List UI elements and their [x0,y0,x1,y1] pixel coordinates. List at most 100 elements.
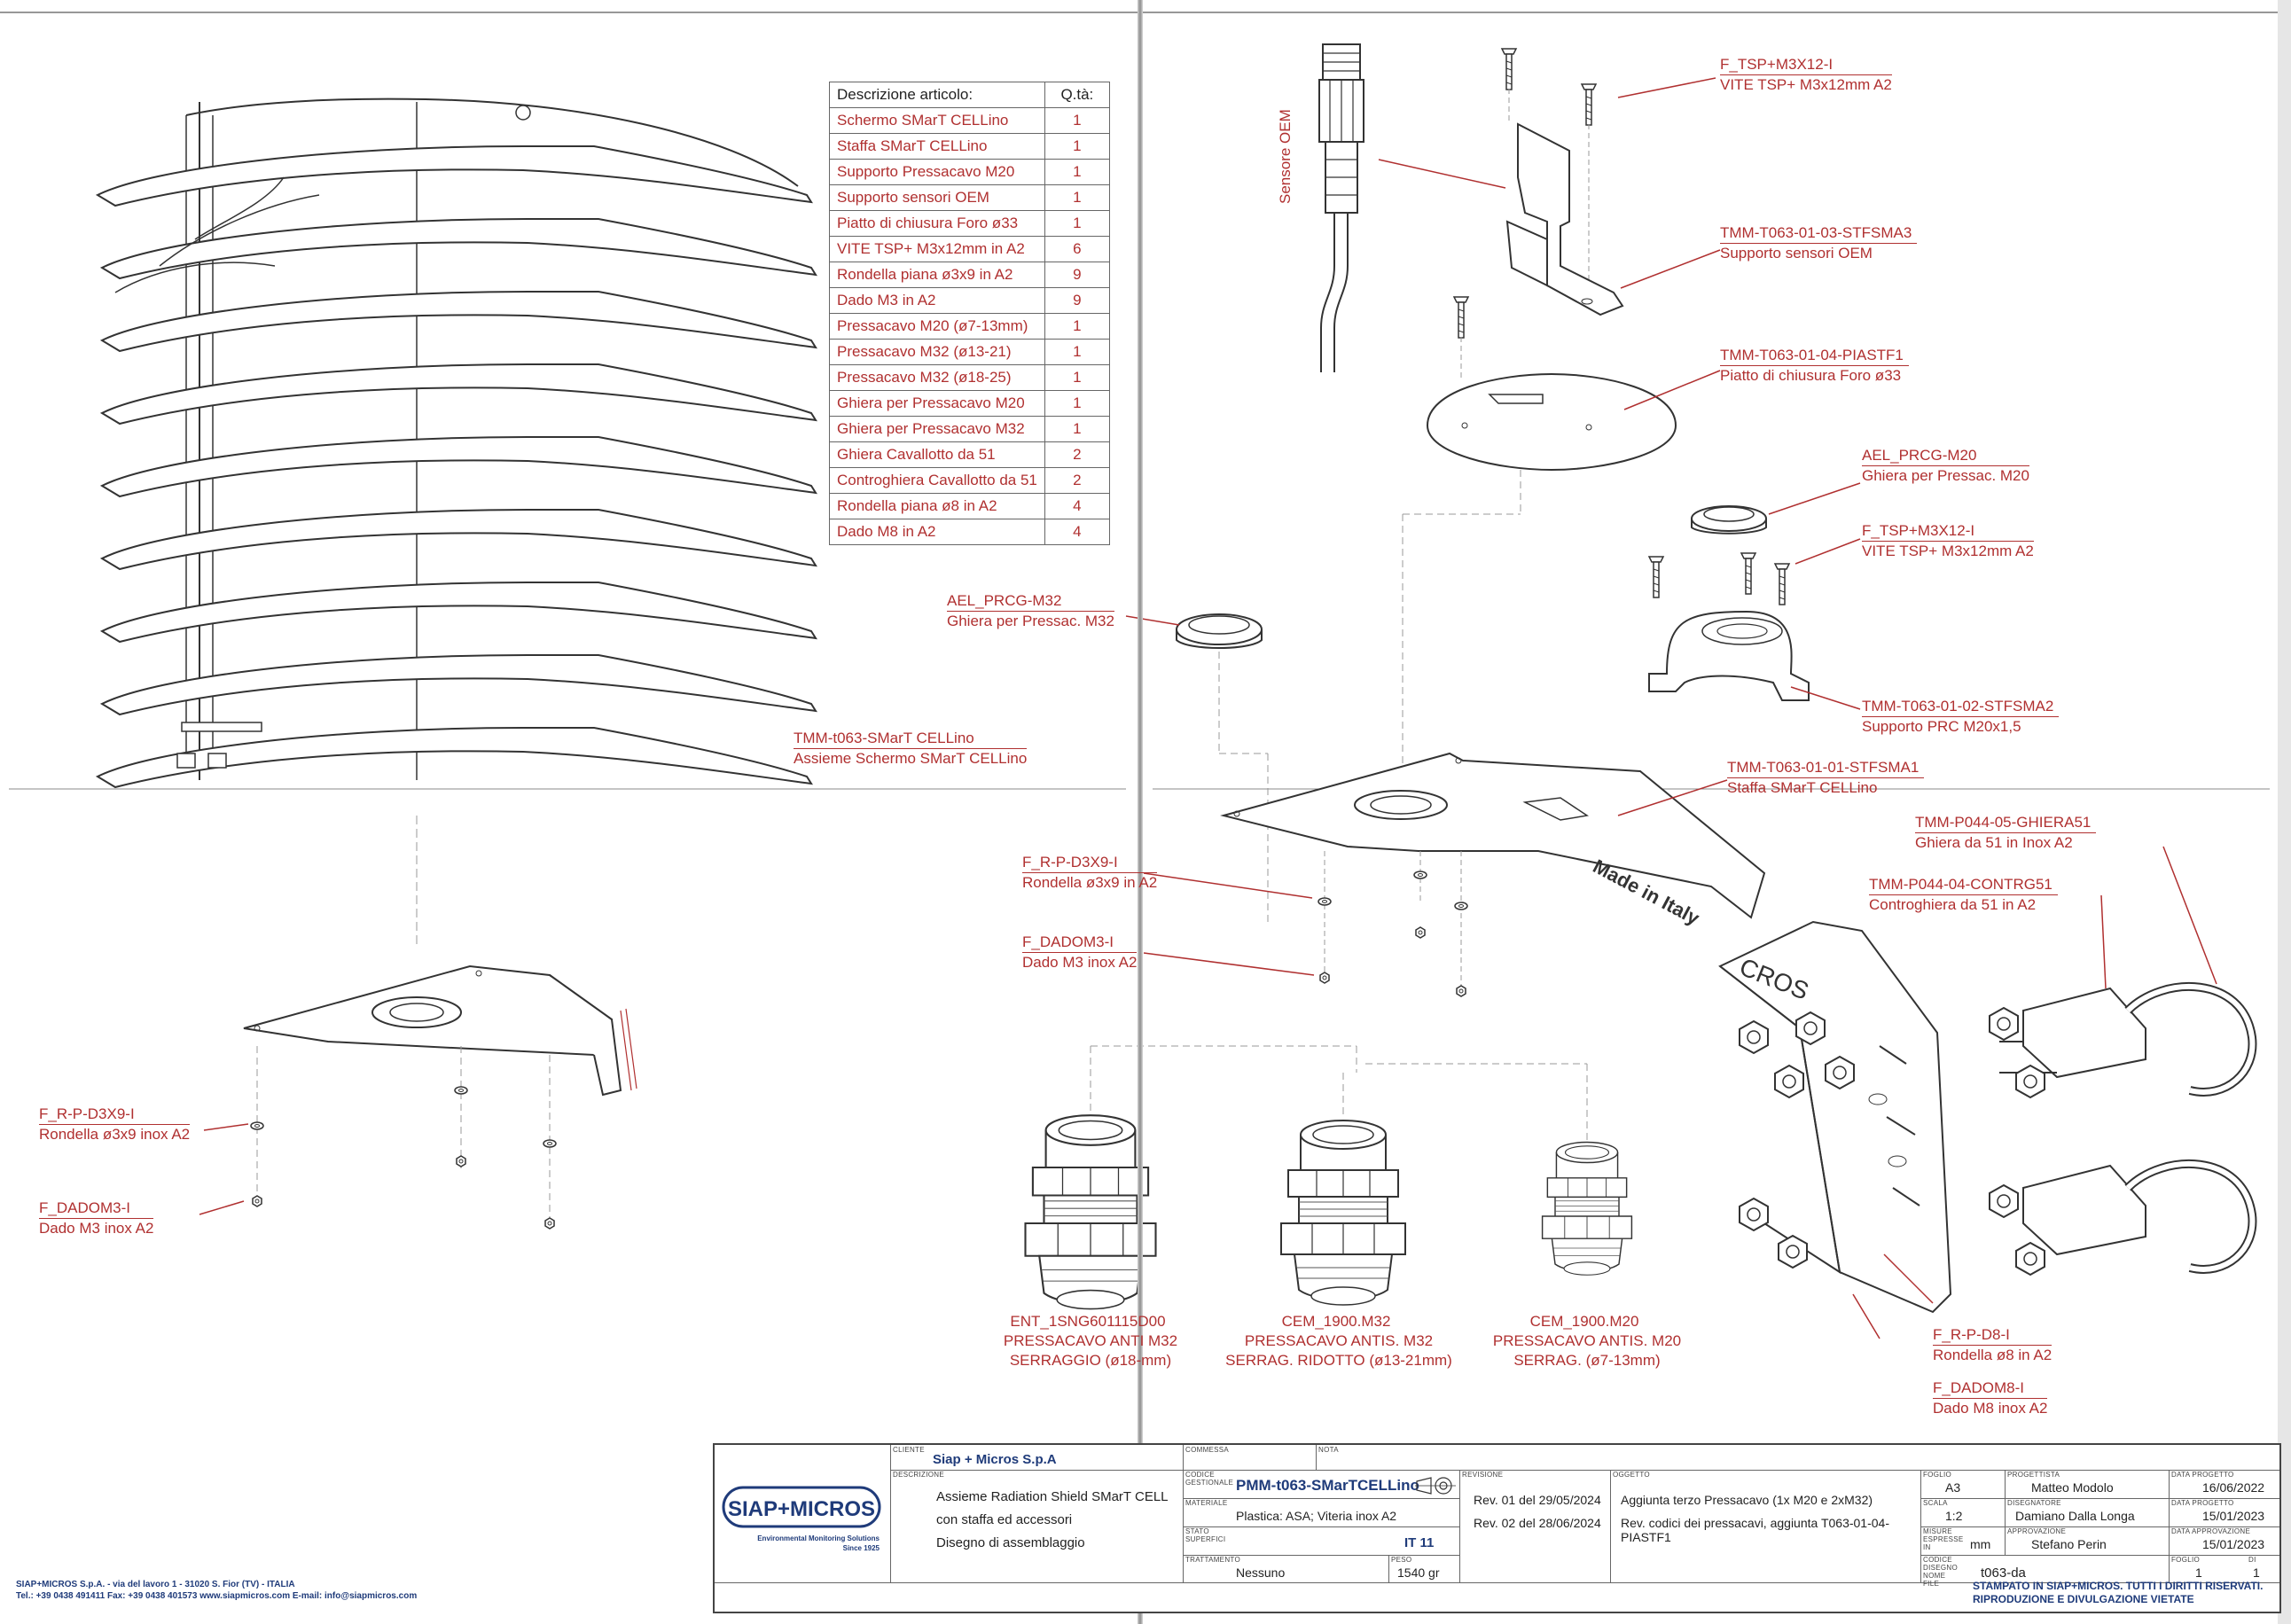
bom-cell-quantity: 2 [1044,467,1110,494]
callout-closing-plate: TMM-T063-01-04-PIASTF1 Piatto di chiusur… [1720,346,1909,386]
cliente-value: Siap + Micros S.p.A [933,1452,1057,1467]
revision-1-id: Rev. 01 del 29/05/2024 [1474,1493,1601,1507]
scala-cell: SCALA 1:2 [1920,1498,2006,1527]
callout-description: Assieme Schermo SMarT CELLino [794,750,1028,767]
bom-cell-quantity: 9 [1044,262,1110,288]
peso-cell: PESO 1540 gr [1388,1555,1460,1583]
bom-cell-quantity: 1 [1044,159,1110,185]
callout-code: F_R-P-D8-I [1933,1325,2053,1346]
revision-2-object: Rev. codici dei pressacavi, aggiunta T06… [1621,1516,1889,1544]
stato-label: STATO SUPERFICI [1185,1527,1226,1543]
bom-cell-description: Dado M8 in A2 [829,519,1045,545]
data-approvazione-label: DATA APPROVAZIONE [2171,1527,2251,1535]
foglio-totale-value: 1 [2253,1565,2260,1580]
gland-description: PRESSACAVO ANTIS. M32 [1244,1332,1434,1349]
bracket-left-view [199,964,637,1230]
gland-description: PRESSACAVO ANTI M32 [1003,1332,1178,1349]
page-edge [2278,0,2291,1624]
callout-main-bracket: TMM-T063-01-01-STFSMA1 Staffa SMarT CELL… [1727,758,1925,798]
callout-code: F_TSP+M3X12-I [1862,521,2034,542]
callout-nut-m3-right: F_DADOM3-I Dado M3 inox A2 [1022,933,1138,972]
bom-cell-description: Rondella piana ø8 in A2 [829,493,1045,519]
data-progetto-cell: DATA PROGETTO 16/06/2022 [2169,1470,2279,1499]
progettista-value: Matteo Modolo [2031,1480,2114,1495]
table-row: Pressacavo M32 (ø13-21)1 [829,339,1110,365]
siap-micros-logo: SIAP+MICROS Environmental Monitoring Sol… [722,1486,881,1552]
materiale-label: MATERIALE [1185,1499,1228,1507]
materiale-cell: MATERIALE Plastica: ASA; Viteria inox A2 [1183,1498,1460,1527]
gland-description: PRESSACAVO ANTIS. M20 [1492,1332,1682,1349]
descrizione-label: DESCRIZIONE [893,1471,944,1479]
stato-cell: STATO SUPERFICI IT 11 [1183,1526,1460,1556]
callout-description: Rondella ø3x9 inox A2 [39,1126,191,1143]
commessa-cell: COMMESSA [1183,1445,1317,1471]
callout-code: F_DADOM3-I [39,1198,154,1219]
bom-cell-quantity: 1 [1044,107,1110,134]
callout-code: TMM-T063-01-02-STFSMA2 [1862,697,2060,717]
main-bracket-drawing: Made in Italy [1143,752,1766,997]
callout-description: Supporto sensori OEM [1720,245,1873,262]
callout-description: Rondella ø3x9 in A2 [1022,874,1158,891]
gland-label-1: ENT_1SNG601115D00 PRESSACAVO ANTI M32 SE… [984,1312,1197,1370]
bom-cell-quantity: 1 [1044,364,1110,391]
approvazione-value: Stefano Perin [2031,1537,2107,1551]
bom-cell-description: VITE TSP+ M3x12mm in A2 [829,236,1045,262]
revisione-cell: REVISIONE Rev. 01 del 29/05/2024 Rev. 02… [1459,1470,1611,1583]
gland-code: CEM_1900.M32 [1281,1313,1391,1330]
peso-label: PESO [1391,1556,1412,1564]
disegnatore-label: DISEGNATORE [2007,1499,2061,1507]
foglio-numero-value: 1 [2195,1565,2202,1580]
gland-code: CEM_1900.M20 [1529,1313,1639,1330]
oggetto-cell: OGGETTO Aggiunta terzo Pressacavo (1x M2… [1610,1470,1921,1583]
bom-cell-quantity: 1 [1044,416,1110,442]
bom-cell-quantity: 2 [1044,441,1110,468]
sheet-fold [1138,0,1143,1624]
callout-code: F_DADOM3-I [1022,933,1138,953]
callout-washer-m3-right: F_R-P-D3X9-I Rondella ø3x9 in A2 [1022,853,1158,893]
callout-code: AEL_PRCG-M32 [947,591,1114,612]
callout-code: F_R-P-D3X9-I [1022,853,1158,873]
scala-label: SCALA [1923,1499,1948,1507]
callout-tsp-screw-mid: F_TSP+M3X12-I VITE TSP+ M3x12mm A2 [1862,521,2034,561]
callout-ubolt-counter-nut: TMM-P044-04-CONTRG51 Controghiera da 51 … [1869,875,2058,915]
callout-sensor-support: TMM-T063-01-03-STFSMA3 Supporto sensori … [1720,223,1918,263]
callout-prc-support: TMM-T063-01-02-STFSMA2 Supporto PRC M20x… [1862,697,2060,737]
callout-description: Dado M8 inox A2 [1933,1400,2048,1417]
callout-tsp-screw-top: F_TSP+M3X12-I VITE TSP+ M3x12mm A2 [1720,55,1892,95]
bom-header-description: Descrizione articolo: [829,82,1045,108]
codice-value: PMM-t063-SMarTCELLino [1236,1477,1419,1494]
callout-code: TMM-T063-01-04-PIASTF1 [1720,346,1909,366]
commessa-label: COMMESSA [1185,1446,1230,1454]
logo-subtitle: Environmental Monitoring Solutions [757,1534,880,1542]
bom-cell-description: Supporto sensori OEM [829,184,1045,211]
descrizione-line-2: con staffa ed accessori [936,1512,1073,1527]
approvazione-cell: APPROVAZIONE Stefano Perin [2005,1526,2170,1556]
callout-m20-ring-nut: AEL_PRCG-M20 Ghiera per Pressac. M20 [1862,446,2029,486]
bom-cell-description: Supporto Pressacavo M20 [829,159,1045,185]
nota-label: NOTA [1318,1446,1339,1454]
oggetto-label: OGGETTO [1613,1471,1650,1479]
bom-cell-description: Staffa SMarT CELLino [829,133,1045,160]
copyright-notice: STAMPATO IN SIAP+MICROS. TUTTI I DIRITTI… [1973,1580,2263,1606]
callout-description: Ghiera per Pressac. M20 [1862,467,2029,484]
callout-code: TMM-t063-SMarT CELLino [794,729,1028,749]
data-progetto-2-value: 15/01/2023 [2202,1509,2265,1523]
callout-description: Dado M3 inox A2 [39,1220,154,1237]
radiation-shield-section [97,98,817,788]
gland-description-2: SERRAG. (ø7-13mm) [1513,1352,1661,1369]
bom-cell-description: Rondella piana ø3x9 in A2 [829,262,1045,288]
foglio-label: FOGLIO [1923,1471,1952,1479]
data-progetto-label: DATA PROGETTO [2171,1471,2234,1479]
callout-code: F_DADOM8-I [1933,1378,2048,1399]
materiale-value: Plastica: ASA; Viteria inox A2 [1236,1509,1397,1523]
codice-cell: CODICE GESTIONALE PMM-t063-SMarTCELLino [1183,1470,1460,1499]
logo-cell: SIAP+MICROS Environmental Monitoring Sol… [715,1445,891,1583]
